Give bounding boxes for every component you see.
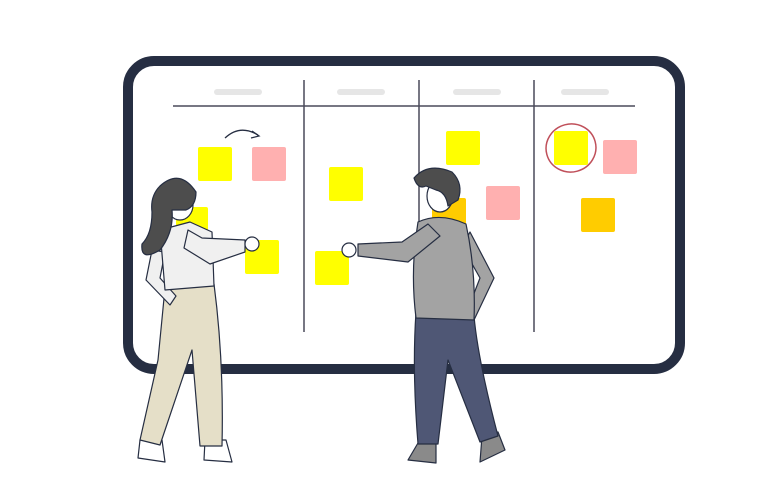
column-header-pill xyxy=(453,89,501,95)
woman-pants xyxy=(139,283,223,447)
man-hand xyxy=(341,242,357,258)
man-figure xyxy=(341,167,506,464)
column-header-pill xyxy=(561,89,609,95)
column-header-pill xyxy=(214,89,262,95)
sticky-note-pink xyxy=(252,147,286,181)
woman-front-arm xyxy=(183,229,246,265)
board-frame xyxy=(123,56,685,374)
sticky-note-pink xyxy=(603,140,637,174)
board xyxy=(123,56,685,374)
sticky-note-yellow xyxy=(198,147,232,181)
woman-hair xyxy=(141,177,197,256)
man-front-arm xyxy=(357,223,441,263)
sticky-note-pink xyxy=(486,186,520,220)
man-hair xyxy=(413,167,461,207)
sticky-note-orange xyxy=(581,198,615,232)
sticky-note-yellow xyxy=(329,167,363,201)
man-shoe xyxy=(407,442,437,464)
sticky-note-yellow xyxy=(446,131,480,165)
sticky-note-yellow xyxy=(554,131,588,165)
sticky-note-yellow xyxy=(315,251,349,285)
highlight-circle-mark xyxy=(545,123,597,173)
man-pants xyxy=(413,311,499,445)
arrow-head-icon xyxy=(250,130,261,139)
woman-hand xyxy=(244,236,260,252)
woman-figure xyxy=(137,177,260,463)
column-header-pill xyxy=(337,89,385,95)
